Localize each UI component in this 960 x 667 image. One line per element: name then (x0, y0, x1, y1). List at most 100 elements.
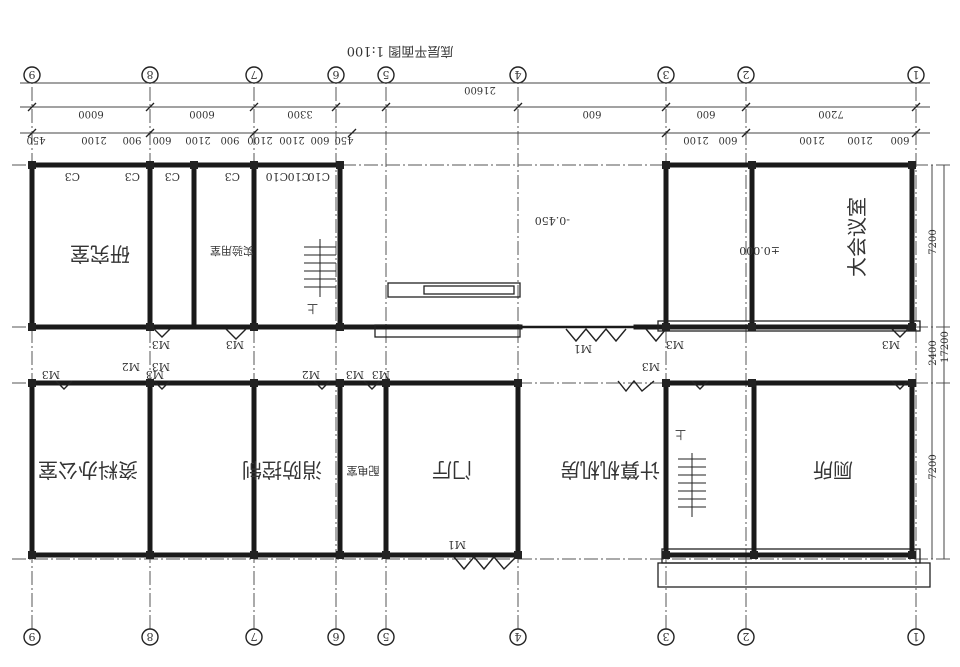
column (28, 161, 36, 169)
axis-label: 5 (383, 630, 390, 643)
stair-label: 上 (675, 428, 686, 441)
room-label: 大会议室 (845, 197, 869, 277)
dim-tick (27, 102, 37, 112)
dim-text: 2100 (847, 134, 872, 145)
column (336, 379, 344, 387)
column (662, 161, 670, 169)
walls (29, 162, 931, 588)
axis-label: 3 (663, 68, 670, 81)
door-symbol (617, 379, 655, 393)
dim-text: 900 (122, 134, 141, 145)
window-tag: C10 (308, 170, 330, 183)
column (28, 379, 36, 387)
axis-label: 9 (29, 630, 36, 643)
column (908, 323, 916, 331)
door-tag: M3 (152, 338, 170, 351)
column (146, 379, 154, 387)
door-symbol (891, 328, 909, 338)
axis-label: 7 (251, 68, 258, 81)
room-label: 厕所 (813, 458, 853, 482)
window-tag: C3 (65, 170, 80, 183)
dim-tick (661, 128, 671, 138)
corridor-band (374, 324, 521, 338)
column (748, 323, 756, 331)
room-label: 门厅 (432, 458, 472, 482)
dim-text: 600 (310, 134, 329, 145)
room-labels: 厕所 计算机机房 门厅 配电室 消防控制 资料办公室 大会议室 实验用室 研究室… (38, 197, 869, 482)
door-tag: M2 (302, 368, 320, 381)
door-symbol (891, 380, 909, 390)
axis-label: 1 (913, 68, 920, 81)
dim-text: 7200 (928, 454, 939, 479)
axis-bubble (657, 628, 675, 646)
dim-text: 600 (890, 134, 909, 145)
side-dimensions: 7200 2400 17200 7200 (928, 165, 951, 559)
axis-bubbles-far: 1 2 3 4 5 6 7 8 9 (23, 66, 925, 84)
dim-tick (145, 102, 155, 112)
door-tag: M3 (882, 338, 900, 351)
column (146, 161, 154, 169)
overall-dimension: 21600 (464, 84, 496, 95)
column (190, 161, 198, 169)
axis-bubble (509, 628, 527, 646)
dim-tick (741, 128, 751, 138)
door-symbol (225, 328, 247, 340)
column (146, 551, 154, 559)
drawing-title: 底层平面图 1:100 (347, 43, 454, 59)
dim-text: 2100 (247, 134, 272, 145)
axis-bubble (23, 628, 41, 646)
column (662, 379, 670, 387)
dim-text: 2100 (799, 134, 824, 145)
corridor-opening (387, 282, 521, 298)
column (146, 323, 154, 331)
room-label: 资料办公室 (38, 458, 138, 482)
dim-tick (347, 128, 357, 138)
door-symbol (153, 328, 171, 338)
dim-text: 900 (220, 134, 239, 145)
door-symbol (153, 380, 171, 390)
column (662, 551, 670, 559)
plan-content: 1 2 3 4 5 6 7 8 9 1 2 3 4 5 6 7 8 9 (10, 43, 951, 646)
dim-tick (661, 102, 671, 112)
elevation-mark: -0.450 (535, 214, 570, 227)
axis-label: 4 (515, 68, 522, 81)
column (336, 161, 344, 169)
dim-tick (249, 102, 259, 112)
door-symbol (691, 380, 709, 390)
column (28, 323, 36, 331)
elevation-mark: ±0.000 (739, 244, 780, 257)
columns (28, 161, 916, 559)
column (908, 551, 916, 559)
door-tag: M3 (42, 368, 60, 381)
dim-tick (911, 102, 921, 112)
dim-text: 450 (334, 134, 353, 145)
dim-text: 7200 (818, 108, 843, 119)
room-label: 研究室 (70, 242, 130, 266)
column (382, 551, 390, 559)
column (382, 379, 390, 387)
dim-text: 450 (26, 134, 45, 145)
door-tags: M1 M1 M3 M3 M3 M3 M3 M2 M3 M3 M3 M3 M3 M… (42, 338, 900, 551)
door-tag: M3 (146, 368, 164, 381)
dim-tick (145, 128, 155, 138)
door-symbol (55, 380, 73, 390)
dim-tick (911, 128, 921, 138)
column (250, 551, 258, 559)
dim-text: 6000 (189, 108, 214, 119)
axis-bubble (245, 628, 263, 646)
door-tag: M3 (226, 338, 244, 351)
axis-label: 8 (147, 630, 154, 643)
axis-label: 2 (743, 68, 750, 81)
window-tag: C10 (266, 170, 288, 183)
dim-text: 2400 (928, 340, 939, 365)
dim-tick (381, 102, 391, 112)
dim-text: 2100 (185, 134, 210, 145)
window-tag: C10 (288, 170, 310, 183)
axis-bubble (737, 628, 755, 646)
door-tag: M2 (122, 360, 140, 373)
axis-bubble (141, 628, 159, 646)
axis-label: 6 (333, 630, 340, 643)
window-tag: C3 (125, 170, 140, 183)
column (336, 551, 344, 559)
axis-bubble (377, 628, 395, 646)
